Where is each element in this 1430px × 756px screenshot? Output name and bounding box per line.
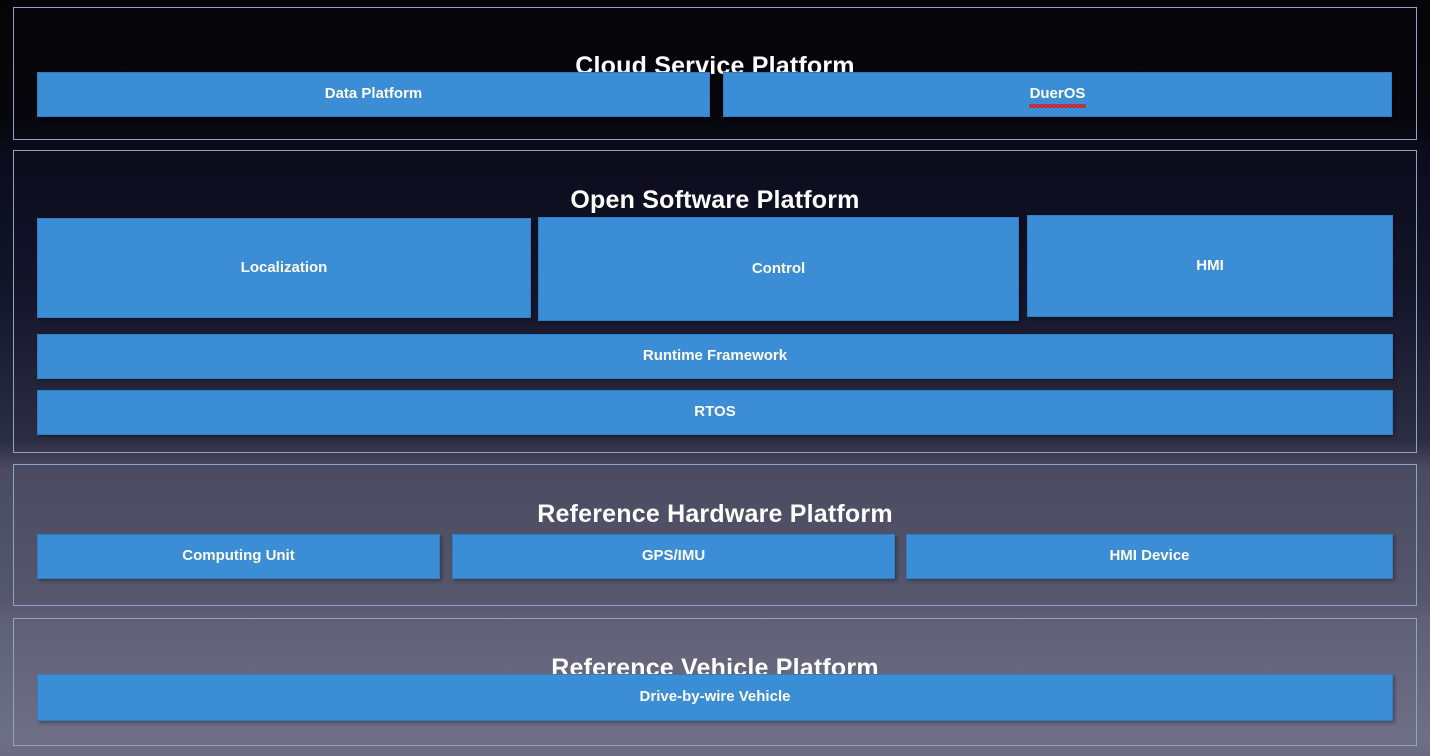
block-drive-by-wire-vehicle[interactable]: Drive-by-wire Vehicle — [37, 674, 1393, 721]
block-data-platform[interactable]: Data Platform — [37, 72, 710, 117]
block-label-gps-imu: GPS/IMU — [642, 548, 705, 565]
block-label-control: Control — [752, 261, 805, 278]
block-gps-imu[interactable]: GPS/IMU — [452, 534, 895, 579]
layer-title-open-software-platform: Open Software Platform — [14, 186, 1416, 215]
block-hmi[interactable]: HMI — [1027, 215, 1393, 317]
block-label-hmi-device: HMI Device — [1109, 548, 1189, 565]
layer-reference-vehicle-platform: Reference Vehicle Platform Drive-by-wire… — [13, 618, 1417, 746]
block-label-localization: Localization — [241, 260, 328, 277]
block-label-hmi: HMI — [1196, 258, 1224, 275]
block-label-drive-by-wire-vehicle: Drive-by-wire Vehicle — [640, 689, 791, 706]
layer-title-reference-hardware-platform: Reference Hardware Platform — [14, 500, 1416, 529]
layer-cloud-service-platform: Cloud Service Platform Data Platform Due… — [13, 7, 1417, 140]
block-rtos[interactable]: RTOS — [37, 390, 1393, 435]
layer-open-software-platform: Open Software Platform Localization Cont… — [13, 150, 1417, 453]
block-computing-unit[interactable]: Computing Unit — [37, 534, 440, 579]
block-label-computing-unit: Computing Unit — [182, 548, 294, 565]
block-localization[interactable]: Localization — [37, 218, 531, 318]
block-hmi-device[interactable]: HMI Device — [906, 534, 1393, 579]
block-label-dueros: DuerOS — [1030, 86, 1086, 103]
layer-reference-hardware-platform: Reference Hardware Platform Computing Un… — [13, 464, 1417, 606]
block-runtime-framework[interactable]: Runtime Framework — [37, 334, 1393, 379]
block-label-runtime-framework: Runtime Framework — [643, 348, 787, 365]
block-label-rtos: RTOS — [694, 404, 735, 421]
block-label-data-platform: Data Platform — [325, 86, 423, 103]
block-dueros[interactable]: DuerOS — [723, 72, 1392, 117]
block-control[interactable]: Control — [538, 217, 1019, 321]
